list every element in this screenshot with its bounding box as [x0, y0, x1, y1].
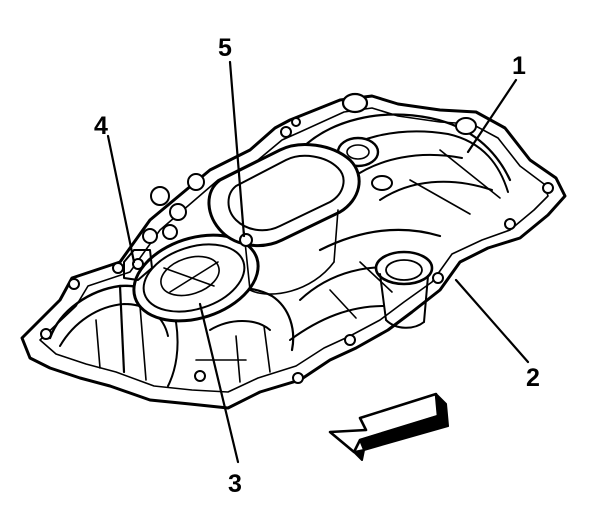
callout-leaders: [106, 60, 530, 464]
bolt-holes: [40, 117, 554, 384]
callout-2: 2: [526, 364, 540, 392]
leader-3: [198, 302, 240, 464]
arrow-icon: [328, 392, 449, 461]
intake-manifold: [20, 92, 567, 410]
throttle-body-flange: [132, 233, 260, 323]
callout-1: 1: [512, 52, 526, 80]
leader-1: [466, 78, 518, 154]
egr-port: [207, 143, 361, 295]
leader-5: [228, 60, 246, 238]
leader-2: [454, 278, 530, 364]
callout-3: 3: [228, 470, 242, 498]
callout-labels: 1 2 3 4 5: [94, 34, 540, 498]
callout-4: 4: [94, 112, 108, 140]
callout-5: 5: [218, 34, 232, 62]
leader-4: [106, 134, 136, 264]
